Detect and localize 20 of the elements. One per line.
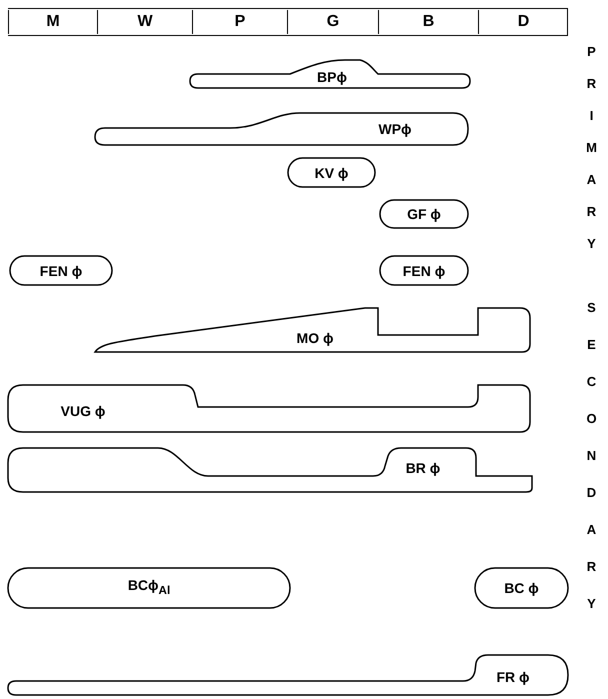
porosity-type-label: GF ϕ (407, 206, 441, 222)
porosity-type-label: FR ϕ (496, 669, 530, 685)
porosity-type-label: FEN ϕ (402, 262, 446, 278)
column-header: W (97, 10, 192, 34)
vertical-heading: SECONDARY (584, 300, 599, 633)
porosity-type-label: KV ϕ (314, 164, 348, 180)
porosity-type-label: BPϕ (317, 69, 347, 85)
porosity-type-label: BC ϕ (504, 580, 539, 596)
porosity-type-label: FEN ϕ (40, 262, 82, 278)
column-header: G (287, 10, 378, 34)
porosity-type-label: VUG ϕ (60, 403, 106, 419)
column-header: M (8, 10, 97, 34)
porosity-type-label: MO ϕ (296, 330, 334, 346)
column-header: P (192, 10, 287, 34)
porosity-type-label: WPϕ (378, 121, 412, 137)
porosity-type-label: BR ϕ (406, 460, 440, 476)
porosity-type-label: BCϕ$_{Al}$ (128, 577, 170, 599)
vertical-heading: PRIMARY (584, 44, 599, 268)
column-header: B (378, 10, 478, 34)
column-header: D (478, 10, 568, 34)
